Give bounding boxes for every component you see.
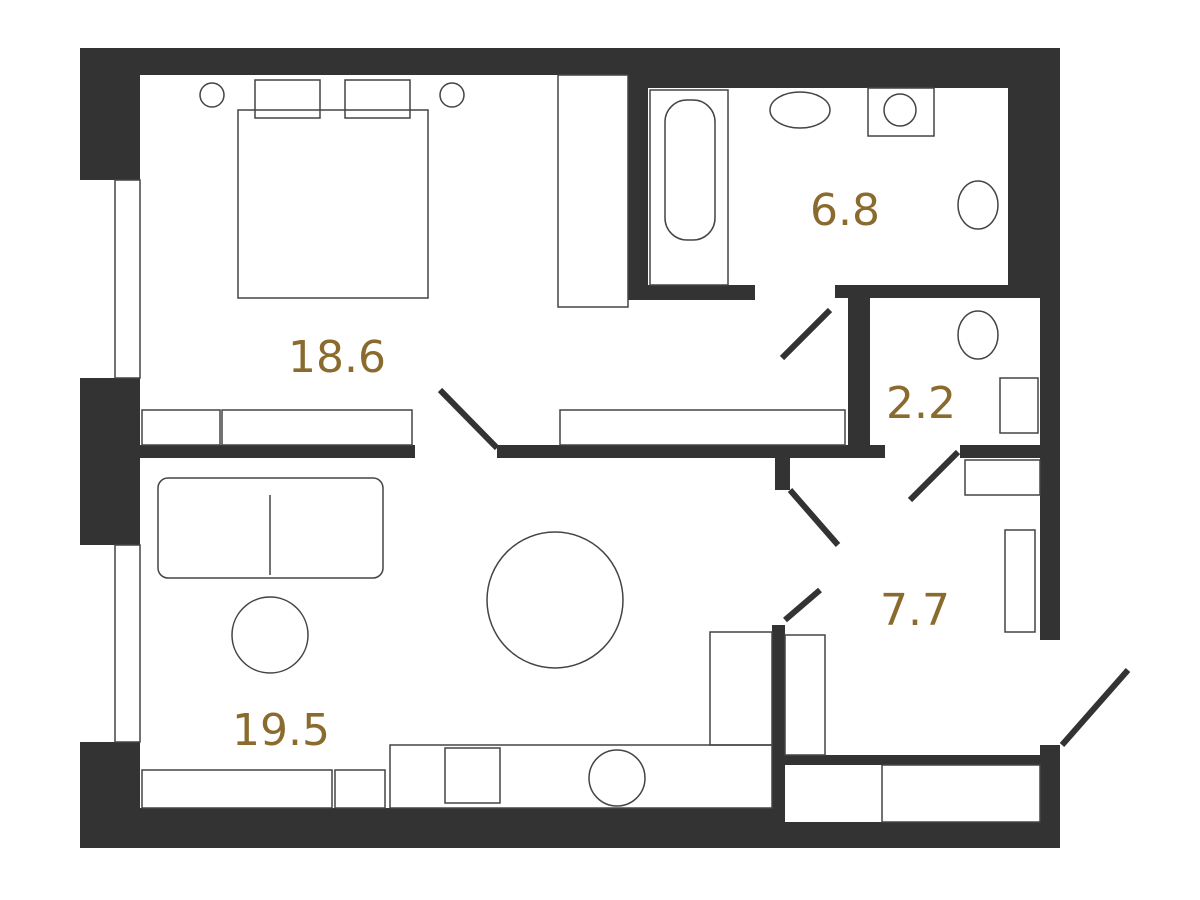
walls <box>80 48 1060 848</box>
doors <box>437 307 1131 747</box>
radiator <box>559 409 846 446</box>
stove <box>444 747 501 804</box>
windows <box>114 179 141 743</box>
area-labels: 18.6 6.8 2.2 7.7 19.5 <box>232 185 956 756</box>
pillow <box>344 79 411 119</box>
toilet <box>957 180 999 230</box>
nightstand-lamp <box>199 82 225 108</box>
radiator <box>334 769 386 809</box>
pillow <box>254 79 321 119</box>
sofa <box>157 477 384 579</box>
kitchen-counter <box>389 744 773 809</box>
shelf <box>784 634 826 756</box>
bench <box>1004 529 1036 633</box>
furniture <box>141 74 1041 823</box>
coffee-table <box>231 596 309 674</box>
area-living-kitchen: 19.5 <box>232 705 330 756</box>
toilet <box>957 310 999 360</box>
shoe-rack <box>964 459 1041 496</box>
tv-stand <box>221 409 413 446</box>
nightstand-lamp <box>439 82 465 108</box>
washing-machine <box>867 87 935 137</box>
radiator <box>141 409 221 446</box>
dining-table <box>486 531 624 669</box>
area-bedroom: 18.6 <box>288 332 386 383</box>
bathtub <box>649 89 729 286</box>
tv-stand <box>141 769 333 809</box>
area-bathroom: 6.8 <box>810 185 880 236</box>
sink <box>769 91 831 129</box>
sink <box>999 377 1039 434</box>
wardrobe <box>881 764 1041 823</box>
area-hallway: 7.7 <box>880 585 950 636</box>
bed <box>237 109 429 299</box>
wardrobe <box>557 74 629 308</box>
area-wc: 2.2 <box>886 378 956 429</box>
